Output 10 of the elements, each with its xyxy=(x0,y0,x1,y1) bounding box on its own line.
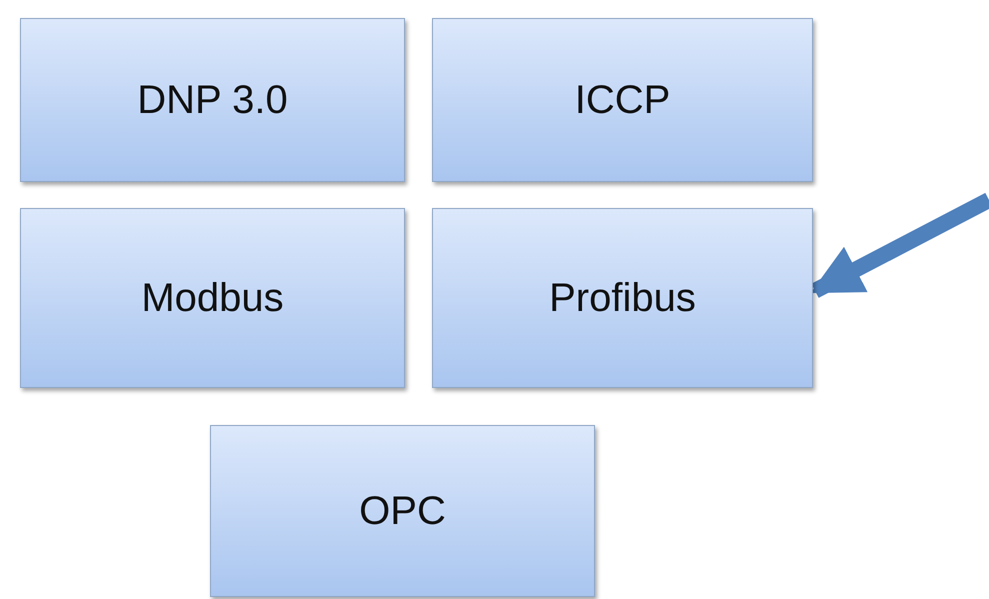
protocol-box xyxy=(20,208,405,388)
protocol-box xyxy=(20,18,405,182)
protocol-label: ICCP xyxy=(574,78,670,122)
protocol-label: OPC xyxy=(359,488,446,534)
protocol-label: Profibus xyxy=(549,276,696,320)
protocol-box xyxy=(432,18,813,182)
protocol-label: DNP 3.0 xyxy=(137,78,288,122)
protocol-label: Modbus xyxy=(141,276,284,320)
protocol-box xyxy=(210,425,595,597)
protocol-box xyxy=(432,208,813,388)
